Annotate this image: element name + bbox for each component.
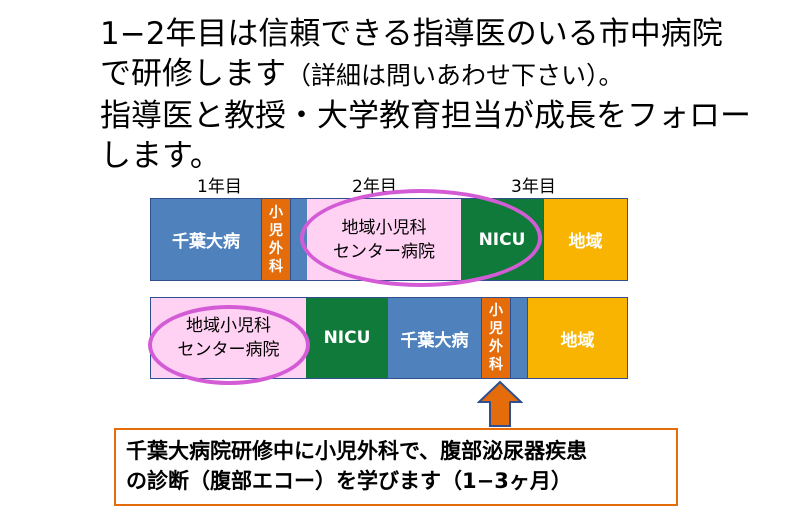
track-1-chiba-label: 千葉大病 (172, 232, 240, 252)
track-2-pediatric-surgery: 小 児 外 科 (481, 298, 511, 378)
track-2-ps-char-2: 児 (489, 321, 503, 337)
track-1-regional: 地域 (543, 199, 627, 280)
up-arrow-icon (477, 380, 523, 427)
track-1-regional-label: 地域 (568, 232, 603, 252)
heading-line-2-main: で研修します (100, 56, 286, 92)
heading-line-1: 1−2年目は信頼できる指導医のいる市中病院 (100, 16, 723, 52)
track-2-chiba-university: 千葉大病 (388, 298, 481, 378)
track-2-ps-char-4: 科 (489, 357, 503, 373)
track-1-chiba-university: 千葉大病 (151, 199, 261, 280)
track-2-highlight-oval (148, 305, 310, 385)
track-1-ps-char-2: 児 (269, 222, 283, 239)
heading: 1−2年目は信頼できる指導医のいる市中病院 で研修します（詳細は問いあわせ下さい… (100, 14, 760, 176)
heading-line-3: 指導医と教授・大学教育担当が成長をフォロー (100, 98, 751, 134)
track-2-ps-char-3: 外 (489, 339, 503, 355)
track-2-regional-label: 地域 (560, 330, 595, 351)
track-1-chiba-university-2 (291, 199, 307, 280)
track-1-ps-char-4: 科 (269, 258, 283, 275)
year-label-1: 1年目 (197, 177, 242, 197)
heading-line-2: で研修します（詳細は問いあわせ下さい）。 (100, 54, 760, 96)
note-box: 千葉大病院研修中に小児外科で、腹部泌尿器疾患 の診断（腹部エコー）を学びます（1… (114, 428, 678, 506)
track-2-ps-char-1: 小 (489, 303, 503, 319)
track-2-nicu: NICU (306, 298, 388, 378)
heading-line-2-note: （詳細は問いあわせ下さい）。 (286, 61, 624, 90)
heading-line-4: します。 (100, 138, 221, 174)
year-label-3: 3年目 (511, 177, 556, 197)
note-line-1: 千葉大病院研修中に小児外科で、腹部泌尿器疾患 (126, 439, 588, 463)
track-1-highlight-oval (300, 189, 542, 287)
track-2-nicu-label: NICU (323, 328, 371, 348)
track-1-ps-char-3: 外 (269, 240, 283, 257)
note-line-2: の診断（腹部エコー）を学びます（1−3ヶ月） (126, 469, 572, 493)
track-2-regional: 地域 (527, 298, 627, 378)
track-1-pediatric-surgery: 小 児 外 科 (261, 199, 291, 280)
track-1-ps-char-1: 小 (269, 204, 283, 221)
track-2-chiba-university-2 (511, 298, 527, 378)
track-2-chiba-label: 千葉大病 (400, 330, 469, 351)
